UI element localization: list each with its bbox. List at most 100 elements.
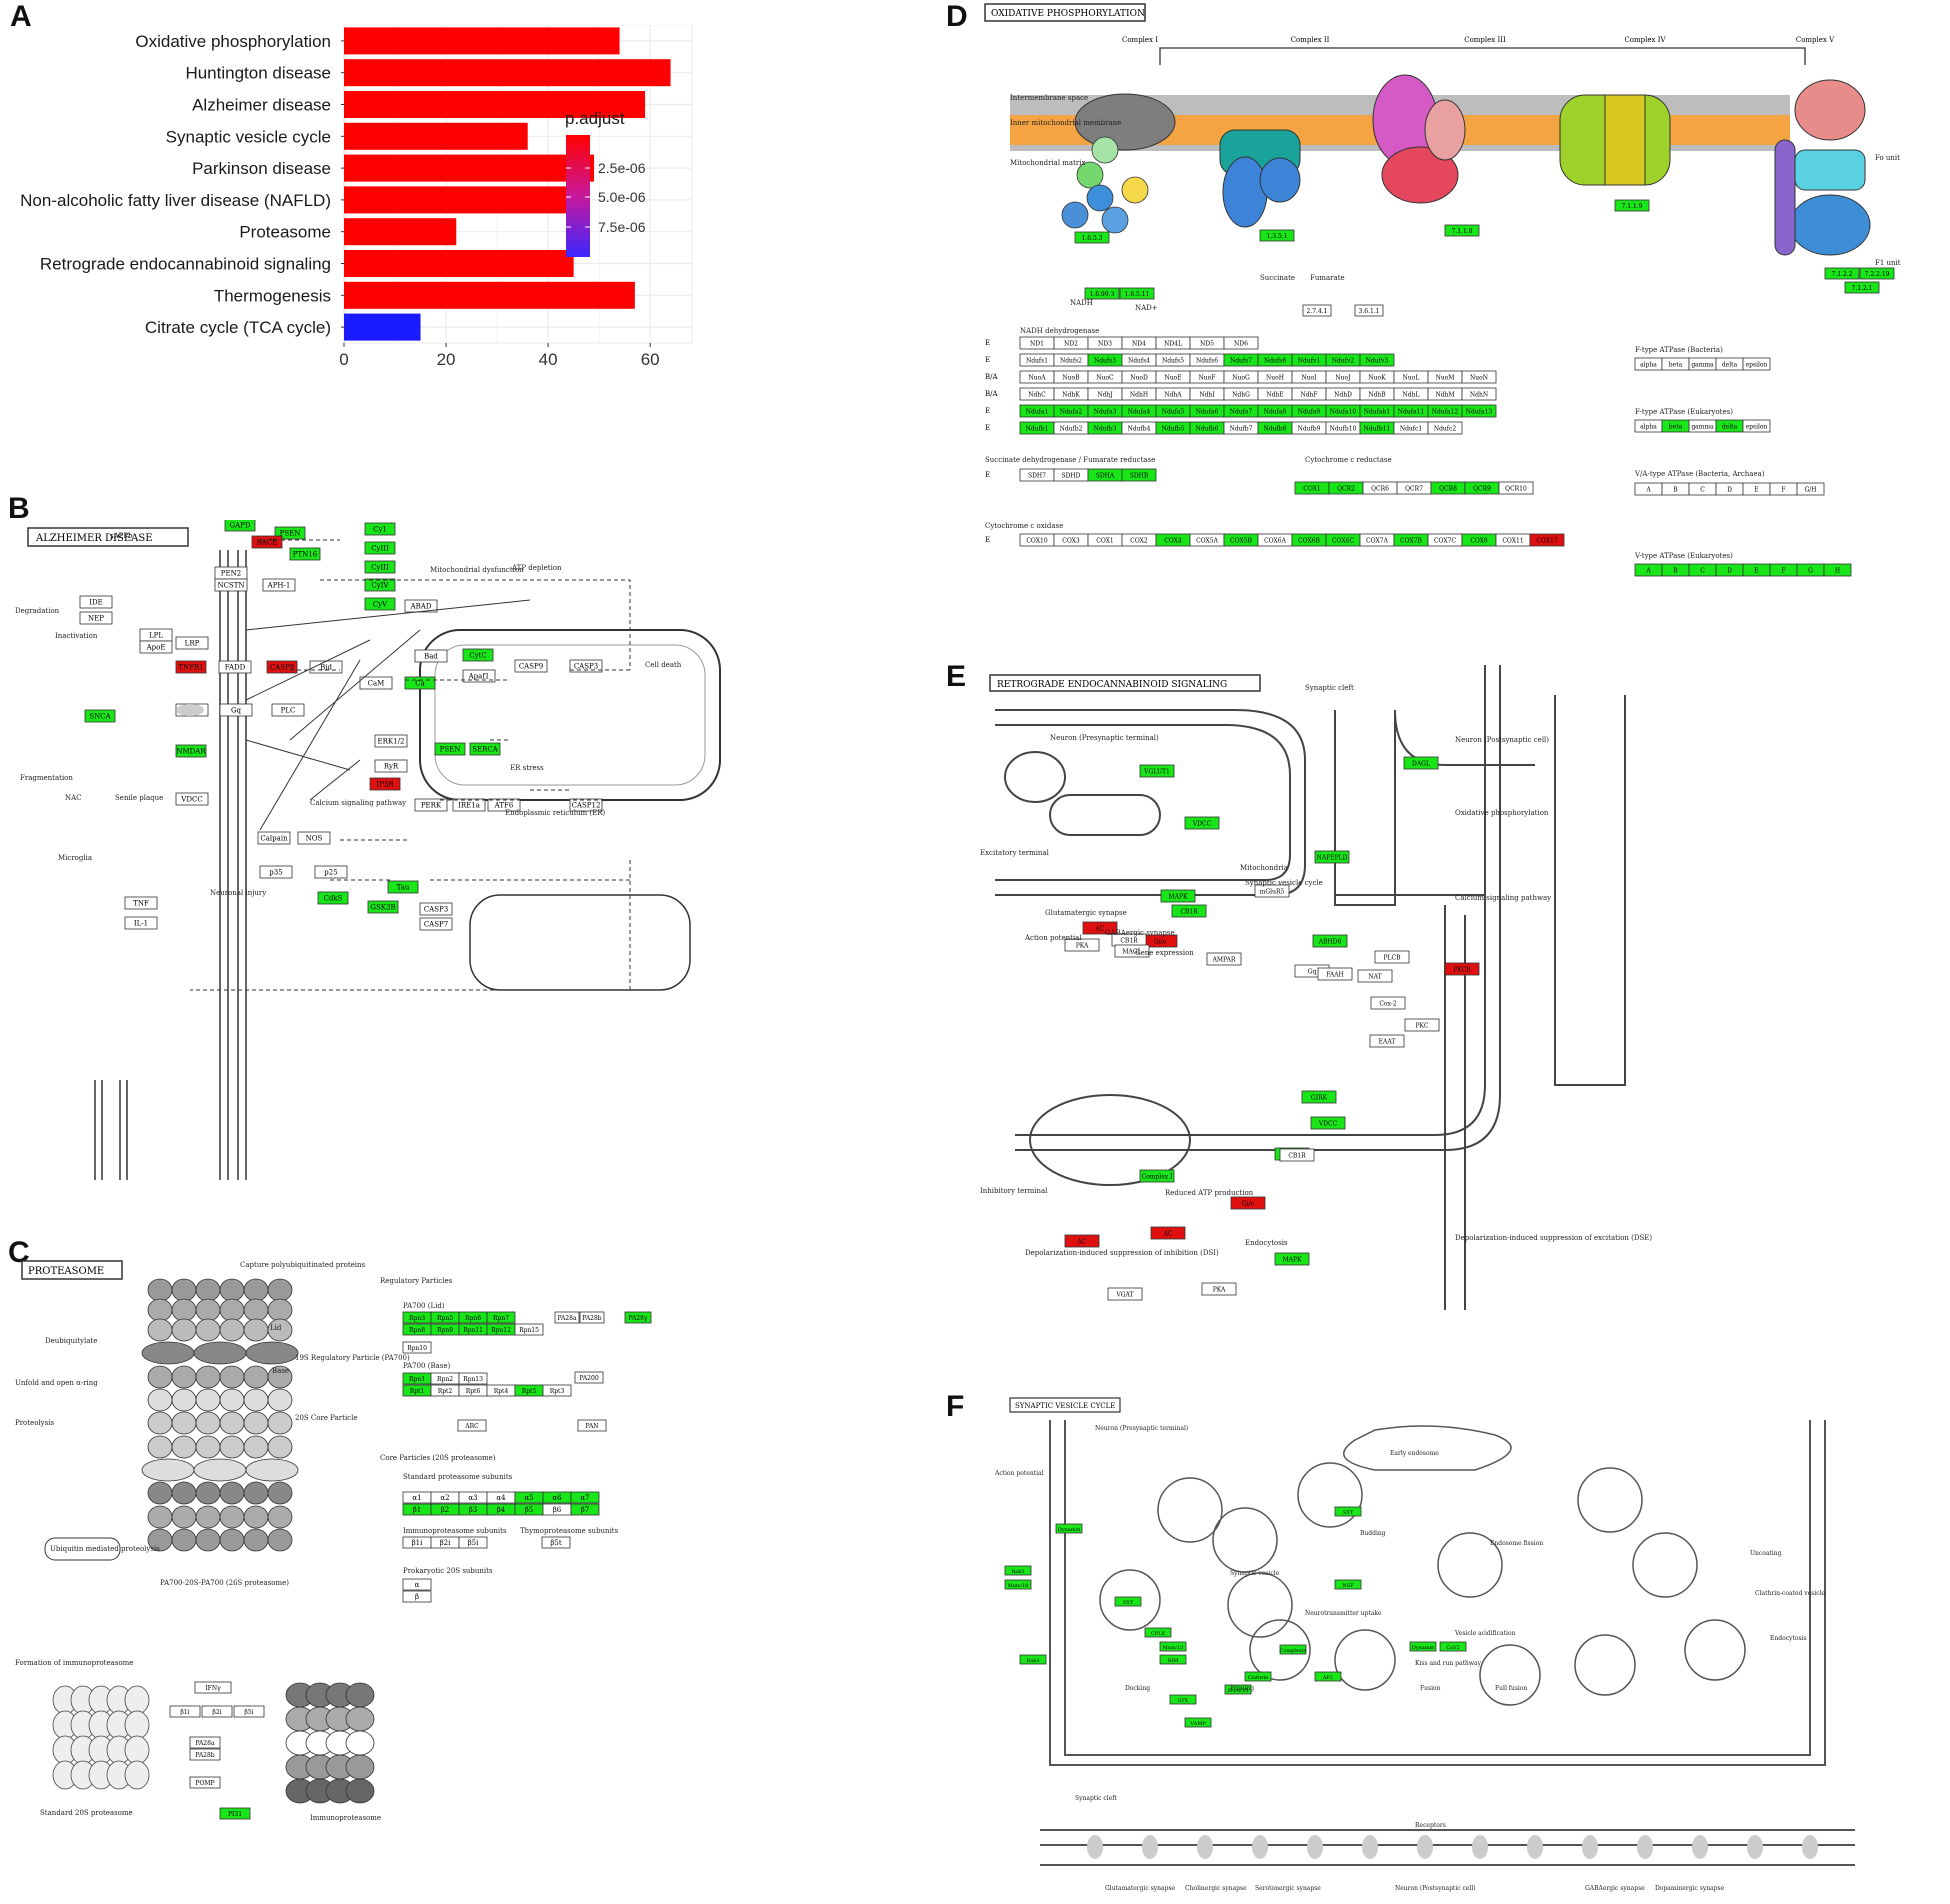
gene-node-up: SNAP25: [1224, 1684, 1252, 1695]
gene-node: β2i: [201, 1705, 233, 1718]
proteasome-subunit: [195, 1278, 221, 1302]
gene-node-up: Ndufb11: [1359, 421, 1395, 435]
gene-label: QCR9: [1473, 486, 1491, 493]
complex-i-subunit: [1121, 176, 1149, 204]
gene-node-up: SYT: [1334, 1506, 1362, 1517]
gene-label: Ndufa5: [1162, 409, 1185, 416]
gene-node-up: Munc13: [1159, 1641, 1187, 1652]
gene-node-up: Ndufa9: [1291, 404, 1327, 418]
proteasome-subunit: [171, 1481, 197, 1505]
gene-node: IFNγ: [194, 1681, 232, 1694]
gene-label: Ndufb1: [1026, 426, 1049, 433]
note-label: Regulatory Particles: [380, 1277, 453, 1285]
gene-label: ABHD6: [1318, 939, 1342, 946]
gene-label: NuoD: [1130, 375, 1148, 382]
immunoproteasome-drawing: [52, 1682, 375, 1804]
gene-node-up: Cy1: [364, 522, 396, 536]
note-label: Calcium signaling pathway: [1455, 894, 1551, 902]
gene-node: PERK: [414, 798, 448, 812]
gene-label: VGAT: [1115, 1292, 1133, 1299]
proteasome-subunit: [141, 1341, 195, 1365]
gene-node-up: VGLUT1: [1139, 764, 1175, 778]
gene-node: VDCC: [175, 792, 209, 806]
category-label: Huntington disease: [185, 64, 331, 83]
legend-title: p.adjust: [565, 109, 625, 128]
gene-label: PTN16: [293, 551, 318, 559]
gene-node-up: Ndufa8: [1257, 404, 1293, 418]
gene-node: ApoE: [139, 640, 173, 654]
proteasome-subunit: [171, 1505, 197, 1529]
note-label: PA700-20S-PA700 (26S proteasome): [160, 1579, 289, 1587]
colorbar: [566, 135, 590, 257]
gene-node: QCR6: [1362, 481, 1398, 495]
gene-label: Ndufs8: [1264, 358, 1286, 365]
gene-label: E: [1754, 568, 1758, 575]
gene-label: p25: [324, 869, 337, 877]
gene-node: mGluR5: [1254, 884, 1290, 898]
complex-i-subunit: [1086, 184, 1114, 212]
note-label: F1 unit: [1875, 259, 1901, 267]
note-label: Neuron (Postsynaptic cell): [1455, 736, 1549, 744]
proteasome-subunit: [147, 1278, 173, 1302]
gene-label: COX2: [1130, 538, 1148, 545]
gene-label: Ndufc1: [1400, 426, 1422, 433]
proteasome-subunit: [193, 1341, 247, 1365]
gene-label: alpha: [1640, 362, 1657, 369]
gene-node: β1: [402, 1503, 432, 1516]
complex-i-subunit: [1061, 201, 1089, 229]
gene-label: 7.1.1.9: [1622, 203, 1643, 210]
note-label: F-type ATPase (Bacteria): [1635, 346, 1723, 354]
gene-node: NuoH: [1257, 370, 1293, 384]
gene-label: C: [1700, 487, 1705, 494]
gene-label: NdhE: [1266, 392, 1283, 399]
proteasome-subunit: [195, 1481, 221, 1505]
note-label: Endoplasmic reticulum (ER): [505, 809, 606, 817]
bar: [344, 59, 671, 87]
gene-label: Rpn12: [491, 1327, 511, 1334]
proteasome-subunit: [147, 1435, 173, 1459]
proteasome-subunit: [195, 1388, 221, 1412]
category-label: Proteasome: [239, 223, 331, 242]
gene-node: Ndufc1: [1393, 421, 1429, 435]
gene-label: NuoK: [1368, 375, 1386, 382]
x-tick-label: 20: [437, 350, 456, 369]
gene-label: NdhI: [1199, 392, 1215, 399]
gene-node-up: Dynamin: [1055, 1523, 1083, 1534]
row-tag: E: [985, 407, 990, 415]
gene-label: Gi/o: [1242, 1201, 1255, 1208]
gene-node: NuoJ: [1325, 370, 1361, 384]
gene-label: ND2: [1064, 341, 1078, 348]
gene-label: CB1R: [1120, 938, 1138, 945]
category-label: Oxidative phosphorylation: [135, 32, 331, 51]
proteasome-subunit: [243, 1505, 269, 1529]
gene-label: α7: [580, 1494, 589, 1502]
gene-label: COX17: [1536, 538, 1557, 545]
gene-node-up: Ndufa5: [1155, 404, 1191, 418]
gene-label: APH-1: [267, 582, 291, 590]
gene-node-up: Ndufv2: [1325, 353, 1361, 367]
gene-label: ND5: [1200, 341, 1214, 348]
note-label: Core Particles (20S proteasome): [380, 1454, 496, 1462]
gene-node-down: IP3R: [369, 777, 401, 791]
gene-label: COX5A: [1196, 538, 1218, 545]
gene-label: PLCB: [1383, 955, 1401, 962]
gene-label: QCR2: [1337, 486, 1355, 493]
gene-node-up: STX: [1169, 1694, 1197, 1705]
gene-node: NdhI: [1189, 387, 1225, 401]
gene-node: PA28b: [189, 1748, 221, 1761]
panel-letter-e: E: [946, 660, 967, 693]
gene-label: VAMP: [1189, 1721, 1206, 1727]
gene-label: Ndufa11: [1398, 409, 1424, 416]
gene-node: Gq: [219, 703, 253, 717]
gene-node: NdhB: [1359, 387, 1395, 401]
gene-node: CASP3: [569, 659, 603, 673]
gene-label: β1: [413, 1506, 422, 1514]
gene-node: NuoG: [1223, 370, 1259, 384]
complex-label: Complex IV: [1624, 36, 1666, 44]
gene-label: NuoB: [1062, 375, 1080, 382]
gene-node: LPL: [139, 628, 173, 642]
proteasome-subunit: [219, 1528, 245, 1552]
gene-node: NuoC: [1087, 370, 1123, 384]
gene-label: IP3R: [376, 781, 394, 789]
ubiquitin-pathway-link[interactable]: [44, 1537, 121, 1561]
